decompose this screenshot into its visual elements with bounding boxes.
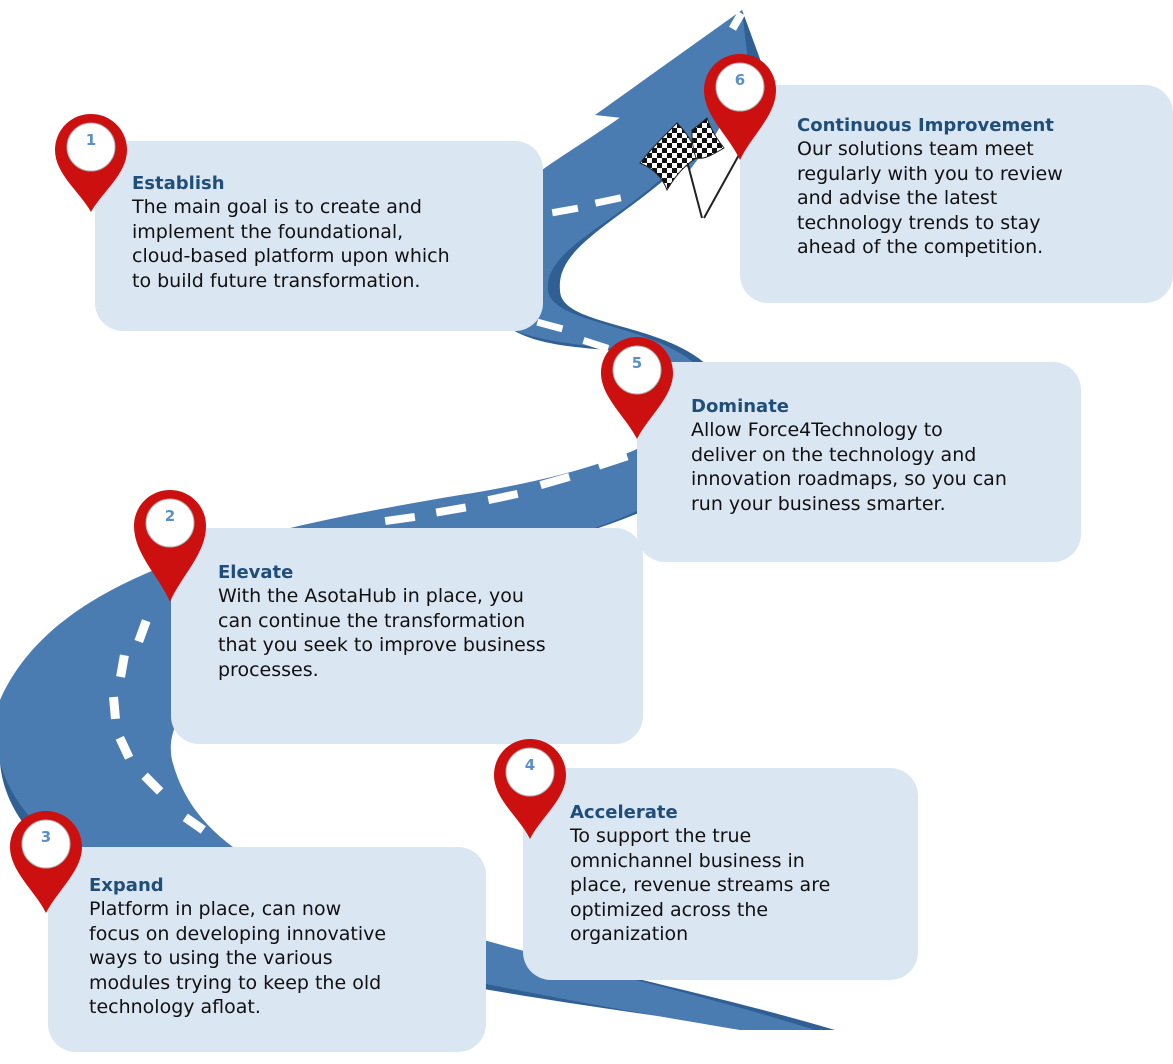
step-description: Allow Force4Technology to deliver on the… xyxy=(691,419,1007,515)
step-number: 2 xyxy=(164,507,176,525)
step-title: Continuous Improvement xyxy=(797,115,1054,136)
step-description: With the AsotaHub in place, you can cont… xyxy=(218,585,546,681)
step-card-6: Continuous Improvement Our solutions tea… xyxy=(740,85,1173,303)
arrow-up-right-icon xyxy=(595,10,772,170)
map-pin-icon: 5 xyxy=(598,335,676,465)
step-card-5: Dominate Allow Force4Technology to deliv… xyxy=(637,362,1081,562)
step-title: Establish xyxy=(132,173,225,194)
step-number: 6 xyxy=(734,71,746,89)
step-description: Platform in place, can now focus on deve… xyxy=(89,898,387,1018)
step-description: The main goal is to create and implement… xyxy=(132,196,450,292)
map-pin-icon: 1 xyxy=(52,112,130,242)
step-number: 3 xyxy=(40,828,52,846)
step-card-3: Expand Platform in place, can now focus … xyxy=(48,847,486,1052)
step-number: 4 xyxy=(524,756,536,774)
step-description: Our solutions team meet regularly with y… xyxy=(797,138,1063,258)
step-title: Dominate xyxy=(691,396,790,417)
step-description: To support the true omnichannel business… xyxy=(570,825,831,945)
map-pin-icon: 2 xyxy=(131,488,209,618)
map-pin-icon: 4 xyxy=(491,737,569,867)
step-title: Elevate xyxy=(218,562,294,583)
step-card-2: Elevate With the AsotaHub in place, you … xyxy=(171,528,643,744)
step-card-1: Establish The main goal is to create and… xyxy=(95,141,543,331)
map-pin-icon: 6 xyxy=(701,52,779,182)
checkered-flag-icon xyxy=(639,117,741,219)
step-number: 1 xyxy=(85,131,97,149)
step-title: Expand xyxy=(89,875,164,896)
step-card-4: Accelerate To support the true omnichann… xyxy=(523,768,918,980)
map-pin-icon: 3 xyxy=(7,809,85,939)
step-number: 5 xyxy=(631,354,643,372)
step-title: Accelerate xyxy=(570,802,678,823)
lane-markings xyxy=(109,11,745,1022)
